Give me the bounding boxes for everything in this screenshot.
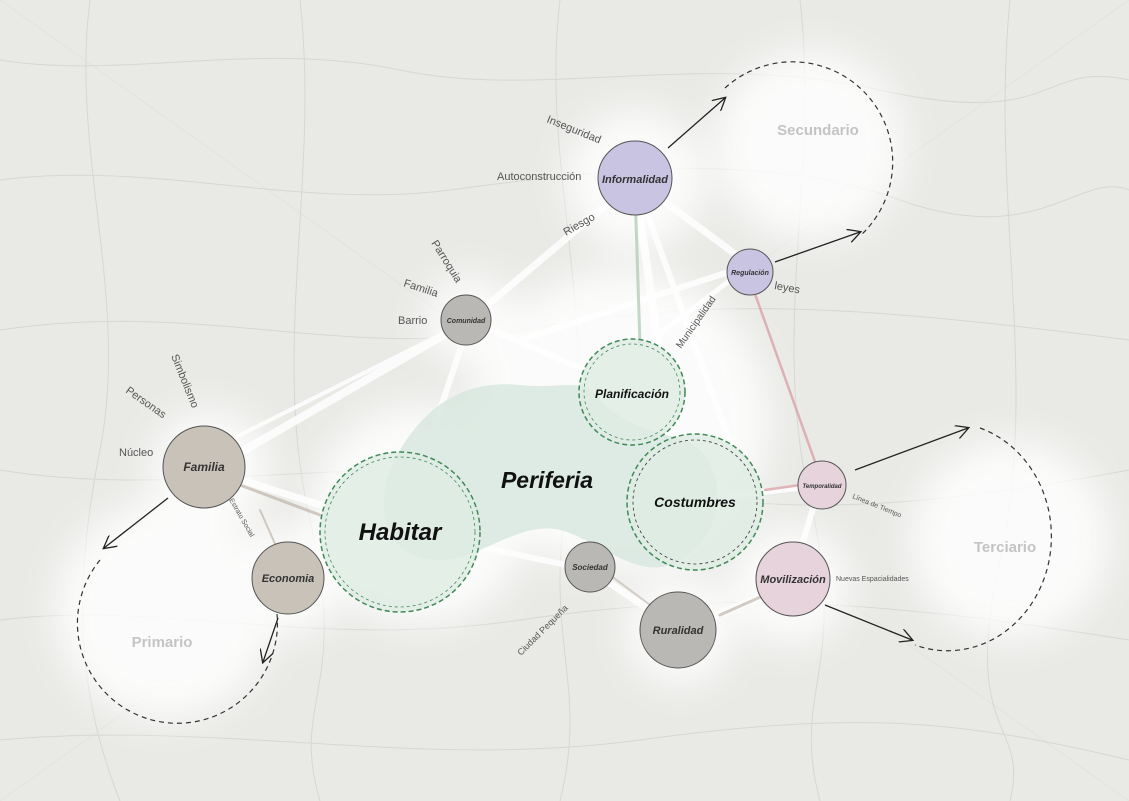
sociedad-label: Sociedad — [572, 563, 609, 572]
arrow-from-movilizacion — [824, 604, 912, 640]
movilizacion-node — [755, 541, 831, 617]
informalidad-node — [597, 140, 673, 216]
terciario-arc — [914, 427, 1052, 652]
familia-node — [162, 425, 246, 509]
habitar-node — [319, 451, 481, 613]
periferia-label: Periferia — [501, 467, 593, 493]
comunidad-label: Comunidad — [447, 318, 486, 325]
sector-arcs — [76, 61, 1052, 724]
temporalidad-label: Temporalidad — [802, 484, 841, 490]
sociedad-node — [564, 541, 616, 593]
arrow-from-economia — [263, 617, 279, 662]
arrow-to-terciario — [854, 428, 968, 471]
arrow-from-regulacion — [774, 232, 860, 263]
regulacion-label: Regulación — [731, 270, 769, 277]
direction-arrows — [104, 98, 968, 662]
familia-label: Familia — [183, 460, 225, 474]
ruralidad-node — [639, 591, 717, 669]
arrow-to-secundario — [667, 98, 725, 149]
movilizacion-label: Movilización — [760, 574, 826, 586]
keyword-barrio: Barrio — [398, 315, 427, 327]
ruralidad-label: Ruralidad — [653, 625, 704, 637]
primario-label: Primario — [132, 634, 193, 651]
secundario-label: Secundario — [777, 122, 859, 139]
economia-node — [251, 541, 325, 615]
economia-label: Economia — [262, 573, 315, 585]
keyword-nuevas-espacialidades: Nuevas Espacialidades — [836, 576, 909, 583]
terciario-label: Terciario — [974, 539, 1036, 556]
temporalidad-node — [797, 460, 847, 510]
planificacion-node — [578, 338, 686, 446]
habitar-label: Habitar — [359, 519, 443, 546]
keyword-leyes: leyes — [773, 280, 801, 296]
planificacion-label: Planificación — [595, 387, 669, 401]
comunidad-node — [440, 294, 492, 346]
keyword-nucleo: Núcleo — [119, 447, 153, 459]
secundario-arc — [724, 61, 894, 237]
regulacion-node — [726, 248, 774, 296]
informalidad-label: Informalidad — [602, 174, 668, 186]
keyword-autoconstruccion: Autoconstrucción — [497, 171, 581, 183]
costumbres-node — [626, 433, 764, 571]
costumbres-label: Costumbres — [654, 494, 736, 510]
arrow-to-primario — [104, 497, 169, 548]
